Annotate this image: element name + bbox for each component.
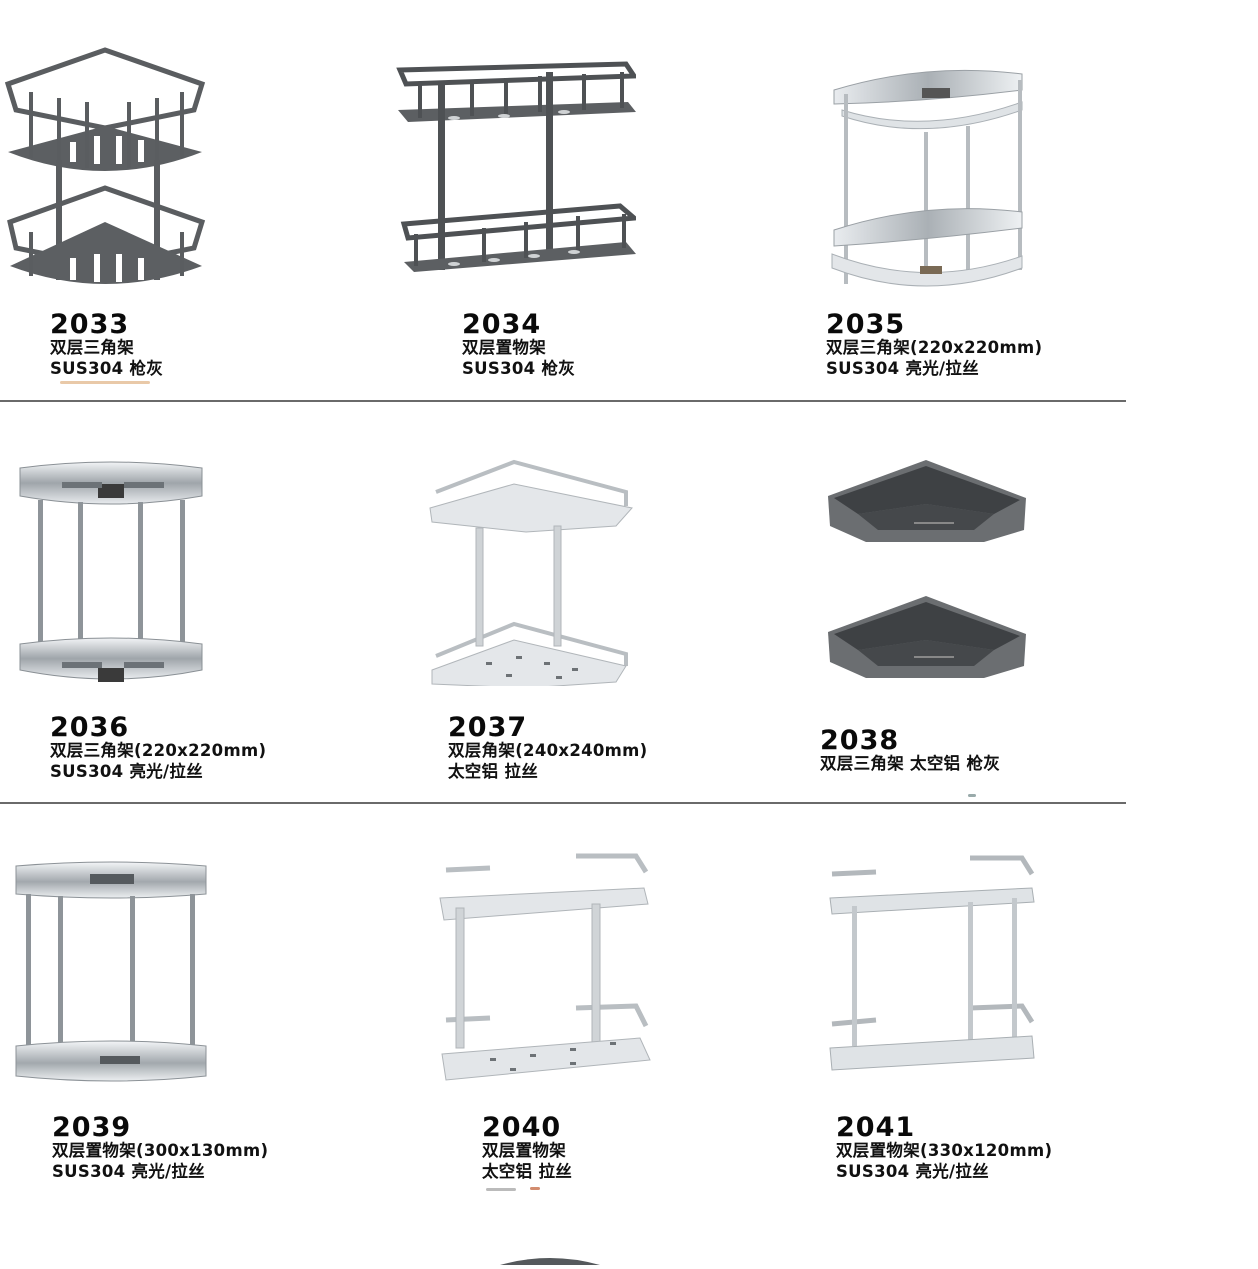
product-image-rect-shelf-aluminum: [420, 848, 652, 1088]
product-description: 双层置物架: [482, 1141, 566, 1160]
product-image-rect-shelf-chrome-glass: [826, 852, 1038, 1082]
product-image-rect-shelf-gunmetal: [394, 54, 636, 276]
next-product-image-partial: [490, 1250, 610, 1265]
product-model: 2036: [50, 712, 130, 743]
product-image-corner-shelf-chrome: [826, 40, 1026, 290]
product-material: SUS304 亮光/拉丝: [52, 1161, 205, 1181]
product-material: SUS304 亮光/拉丝: [836, 1161, 989, 1181]
product-card-2040[interactable]: 2040 双层置物架 太空铝 拉丝: [400, 804, 800, 1214]
product-card-2041[interactable]: 2041 双层置物架(330x120mm) SUS304 亮光/拉丝: [800, 804, 1258, 1214]
product-description: 双层置物架(300x130mm): [52, 1141, 269, 1160]
decorative-mark: [60, 381, 150, 384]
decorative-mark: [486, 1188, 516, 1191]
product-description: 双层角架(240x240mm): [448, 741, 648, 760]
product-material: SUS304 枪灰: [462, 358, 576, 378]
product-material: SUS304 亮光/拉丝: [50, 761, 203, 781]
product-card-2035[interactable]: 2035 双层三角架(220x220mm) SUS304 亮光/拉丝: [800, 0, 1258, 400]
product-model: 2041: [836, 1112, 916, 1143]
product-image-corner-shelf-aluminum: [426, 456, 636, 686]
product-material: 太空铝 拉丝: [482, 1161, 573, 1181]
product-material: SUS304 亮光/拉丝: [826, 358, 979, 378]
product-material: 太空铝 拉丝: [448, 761, 539, 781]
row-divider-1: [0, 400, 1126, 402]
product-description: 双层置物架(330x120mm): [836, 1141, 1053, 1160]
product-description: 双层三角架: [50, 338, 134, 357]
decorative-mark: [530, 1187, 540, 1190]
product-card-2038[interactable]: 2038 双层三角架 太空铝 枪灰: [800, 402, 1258, 802]
product-card-2037[interactable]: 2037 双层角架(240x240mm) 太空铝 拉丝: [400, 402, 800, 802]
product-card-2036[interactable]: 2036 双层三角架(220x220mm) SUS304 亮光/拉丝: [0, 402, 400, 802]
product-image-round-corner-shelf-chrome: [16, 456, 206, 690]
product-model: 2037: [448, 712, 528, 743]
product-image-corner-tray-gunmetal: [824, 456, 1030, 682]
product-card-2033[interactable]: 2033 双层三角架 SUS304 枪灰: [0, 0, 400, 400]
product-image-corner-shelf-gunmetal: [4, 40, 206, 290]
decorative-mark: [968, 794, 976, 797]
product-model: 2034: [462, 309, 542, 340]
product-card-2039[interactable]: 2039 双层置物架(300x130mm) SUS304 亮光/拉丝: [0, 804, 400, 1214]
product-card-2034[interactable]: 2034 双层置物架 SUS304 枪灰: [396, 0, 800, 400]
product-description: 双层三角架(220x220mm): [50, 741, 267, 760]
product-material: SUS304 枪灰: [50, 358, 164, 378]
product-model: 2033: [50, 309, 130, 340]
product-description: 双层置物架: [462, 338, 546, 357]
product-description: 双层三角架 太空铝 枪灰: [820, 754, 1001, 773]
product-description: 双层三角架(220x220mm): [826, 338, 1043, 357]
product-model: 2039: [52, 1112, 132, 1143]
product-model: 2035: [826, 309, 906, 340]
product-model: 2040: [482, 1112, 562, 1143]
product-image-rect-shelf-chrome: [14, 860, 210, 1090]
product-model: 2038: [820, 725, 900, 756]
row-divider-2: [0, 802, 1126, 804]
